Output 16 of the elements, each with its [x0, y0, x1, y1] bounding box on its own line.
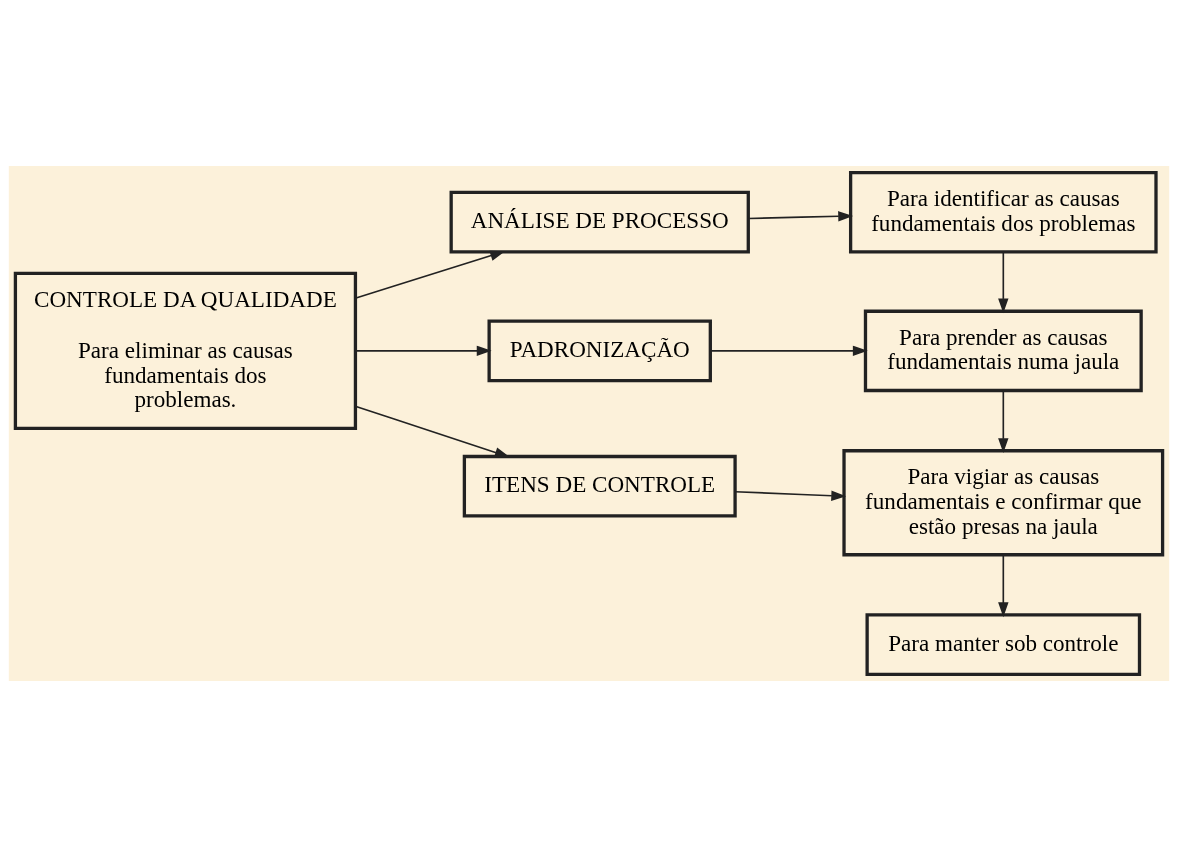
node-box: ITENS DE CONTROLE: [462, 454, 737, 518]
arrow: [355, 250, 506, 299]
node-box: ANÁLISE DE PROCESSO: [449, 190, 750, 254]
arrow: [355, 405, 510, 458]
node-box: Para prender as causas fundamentais numa jaula: [863, 309, 1143, 393]
arrow: [734, 490, 847, 501]
node-box: CONTROLE DA QUALIDADE Para eliminar as causas fundamentais dos problemas.: [13, 271, 358, 431]
arrow: [998, 389, 1009, 454]
node-box: Para vigiar as causas fundamentais e confirmar que estão presas na jaula: [842, 449, 1165, 557]
arrow: [998, 553, 1009, 618]
node-box: Para manter sob controle: [865, 613, 1142, 677]
arrow: [747, 211, 854, 222]
arrow: [355, 345, 492, 357]
node-box: Para identificar as causas fundamentais dos problemas: [849, 170, 1158, 254]
arrow: [709, 345, 868, 357]
node-box: PADRONIZAÇÃO: [487, 319, 712, 383]
